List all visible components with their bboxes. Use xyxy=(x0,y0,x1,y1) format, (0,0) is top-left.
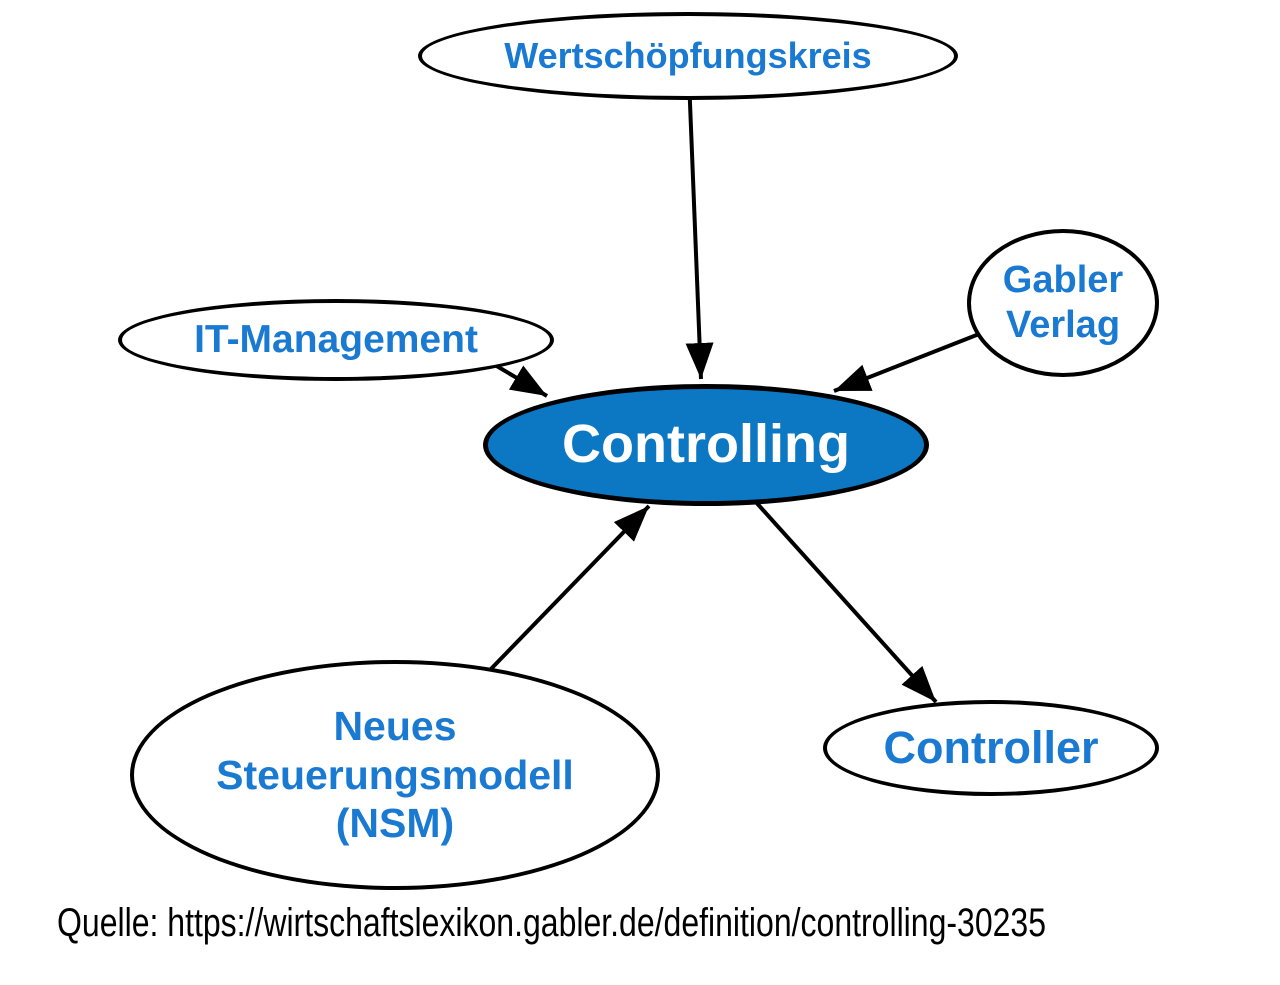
node-controller-label: Controller xyxy=(883,722,1099,774)
edge-controlling-to-controller xyxy=(743,488,938,704)
edge-wertschoepfungskreis-to-controlling xyxy=(685,77,714,380)
edge-gabler-verlag-to-controlling xyxy=(833,325,998,393)
node-gabler-verlag-label: Gabler Verlag xyxy=(1002,259,1124,346)
node-controlling-focus[interactable]: Controlling xyxy=(483,384,929,506)
node-gabler-verlag[interactable]: Gabler Verlag xyxy=(967,229,1159,377)
node-wertschoepfungskreis[interactable]: Wertschöpfungskreis xyxy=(418,12,958,100)
edge-neues-steuerungsmodell-to-controlling xyxy=(486,504,651,674)
node-it-management-label: IT-Management xyxy=(194,317,478,361)
node-wertschoepfungskreis-label: Wertschöpfungskreis xyxy=(504,34,872,76)
source-caption: Quelle: https://wirtschaftslexikon.gable… xyxy=(57,901,1047,945)
node-it-management[interactable]: IT-Management xyxy=(118,299,554,381)
node-controller[interactable]: Controller xyxy=(823,700,1159,796)
node-neues-steuerungsmodell[interactable]: Neues Steuerungsmodell (NSM) xyxy=(130,660,660,890)
node-neues-steuerungsmodell-label: Neues Steuerungsmodell (NSM) xyxy=(216,703,574,847)
node-controlling-label: Controlling xyxy=(562,414,850,475)
